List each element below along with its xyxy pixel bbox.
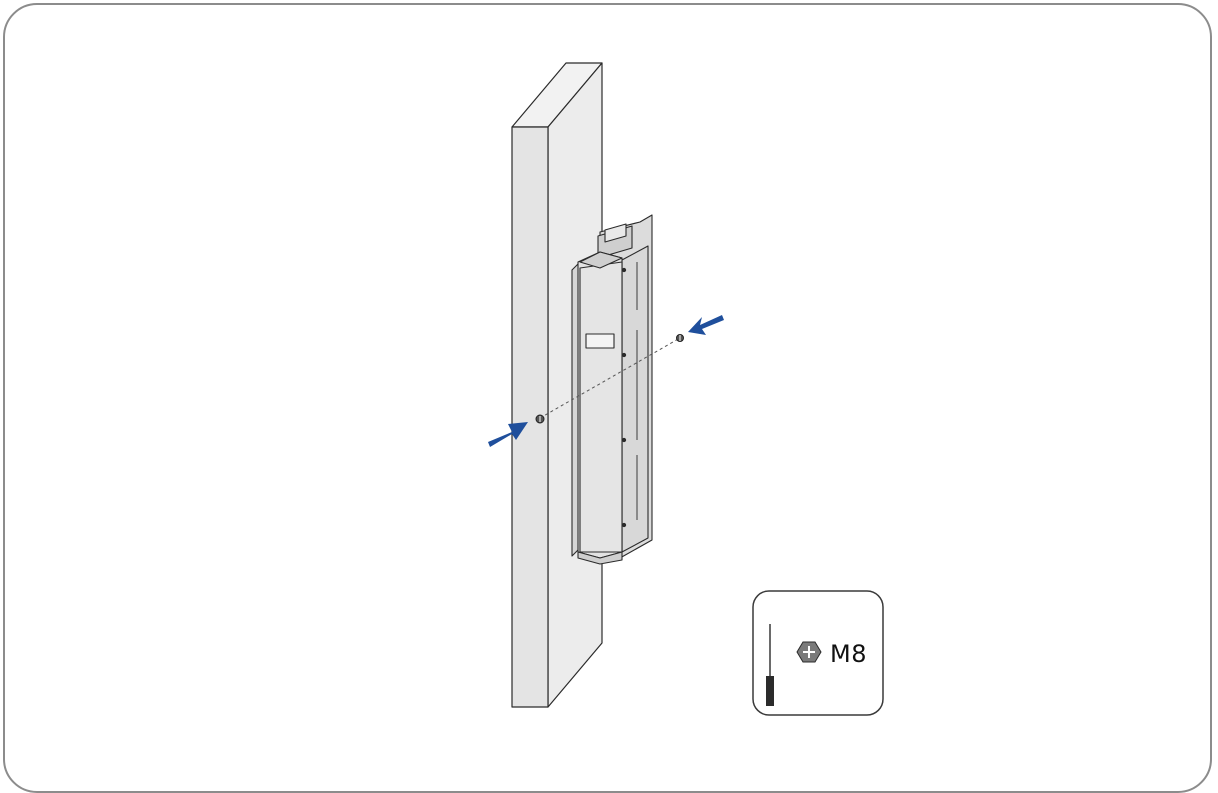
device-foot — [577, 551, 623, 565]
device-screw-3 — [621, 437, 627, 443]
device-front-face — [579, 261, 623, 553]
device-top-lip — [579, 251, 623, 269]
screw-guide-line — [539, 337, 681, 419]
device — [571, 214, 653, 565]
tool-spec-graphics — [752, 590, 884, 716]
screwdriver-icon — [766, 624, 774, 706]
left-arrow — [488, 422, 528, 447]
terminal-cap — [604, 223, 627, 243]
phillips-screw-head-icon — [796, 641, 822, 663]
wall-front-face — [511, 126, 549, 708]
device-screw-2 — [621, 352, 627, 358]
device-side-panel — [621, 245, 649, 553]
right-arrow — [688, 315, 724, 335]
screw-size-label: M8 — [830, 640, 867, 668]
mounting-diagram — [488, 62, 884, 716]
handle — [585, 333, 615, 349]
right-screw — [676, 334, 684, 342]
tool-spec-box: M8 — [752, 590, 884, 716]
left-screw — [535, 414, 545, 424]
device-screw-4 — [621, 522, 627, 528]
device-screw-1 — [621, 267, 627, 273]
